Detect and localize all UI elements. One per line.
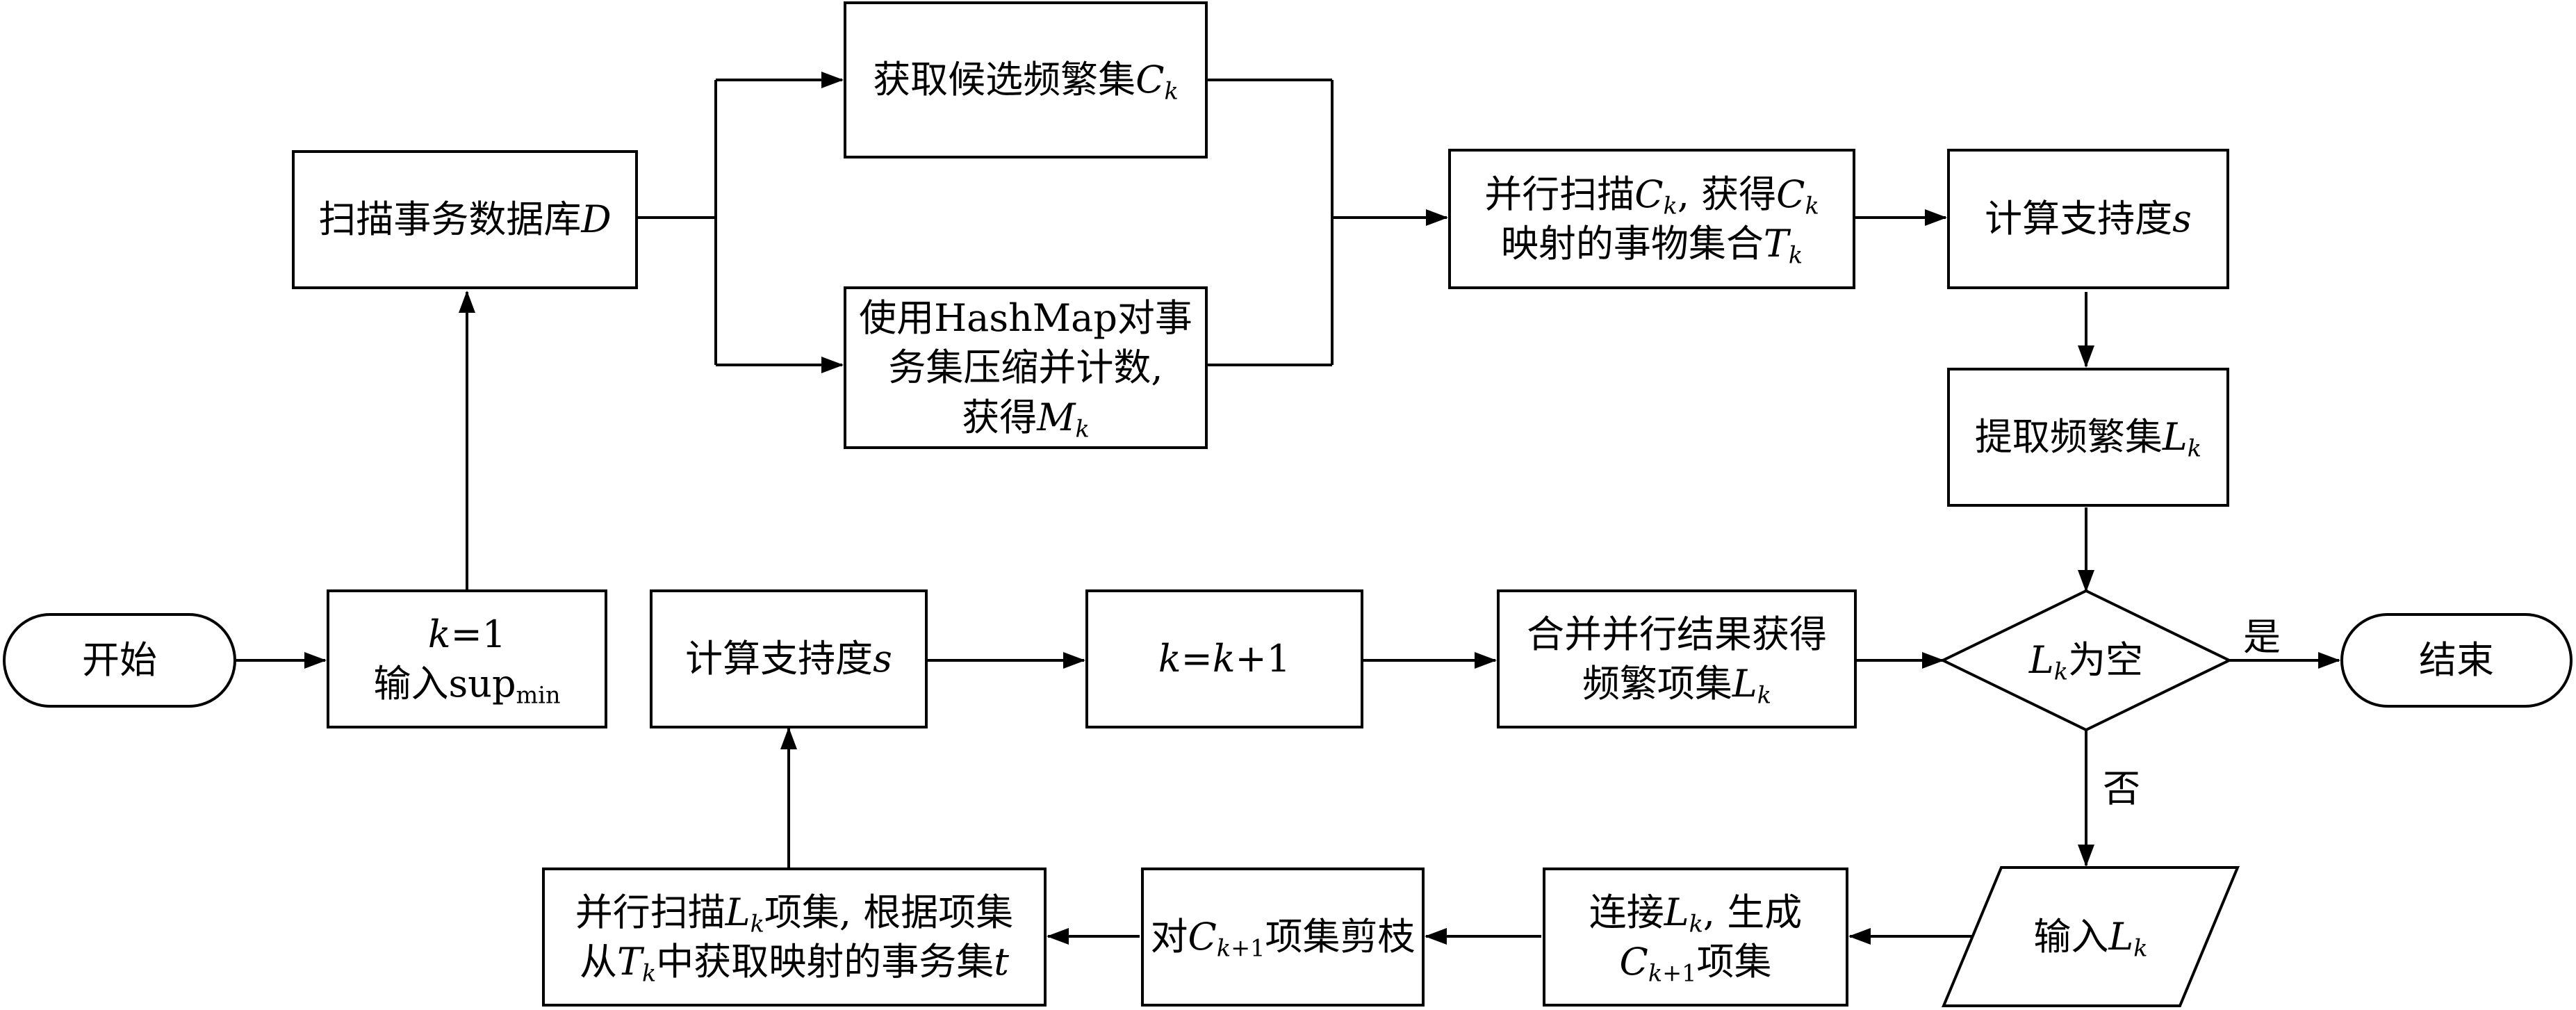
prune-step: 对Ck+1项集剪枝 xyxy=(1141,868,1425,1007)
edge-label-no: 否 xyxy=(2103,767,2140,811)
scan-database-step: 扫描事务数据库D xyxy=(292,150,638,289)
merge-results-step: 合并并行结果获得 频繁项集Lk xyxy=(1497,589,1857,728)
end-terminal: 结束 xyxy=(2340,613,2573,708)
lk-empty-decision: Lk为空 xyxy=(2028,638,2144,685)
start-terminal: 开始 xyxy=(3,613,236,708)
join-lk-step: 连接Lk, 生成 Ck+1项集 xyxy=(1543,868,1848,1007)
hashmap-compress-step: 使用HashMap对事 务集压缩并计数, 获得Mk xyxy=(844,286,1208,449)
calc-support-mid-step: 计算支持度s xyxy=(650,589,928,728)
decision-diamond-shape xyxy=(1939,589,2233,732)
k-increment-step: k=k+1 xyxy=(1085,589,1363,728)
calc-support-top-step: 计算支持度s xyxy=(1947,149,2229,289)
parallel-scan-ck-step: 并行扫描Ck, 获得Ck 映射的事物集合Tk xyxy=(1448,149,1855,289)
get-candidates-step: 获取候选频繁集Ck xyxy=(844,1,1208,158)
input-lk-io: 输入Lk xyxy=(2033,914,2148,962)
init-step: k=1 输入supmin xyxy=(327,589,607,728)
edge-label-yes: 是 xyxy=(2243,615,2281,659)
parallel-scan-lk-step: 并行扫描Lk项集, 根据项集 从Tk中获取映射的事务集t xyxy=(542,868,1047,1007)
input-parallelogram-shape xyxy=(1941,866,2240,1007)
extract-frequent-step: 提取频繁集Lk xyxy=(1947,368,2229,507)
